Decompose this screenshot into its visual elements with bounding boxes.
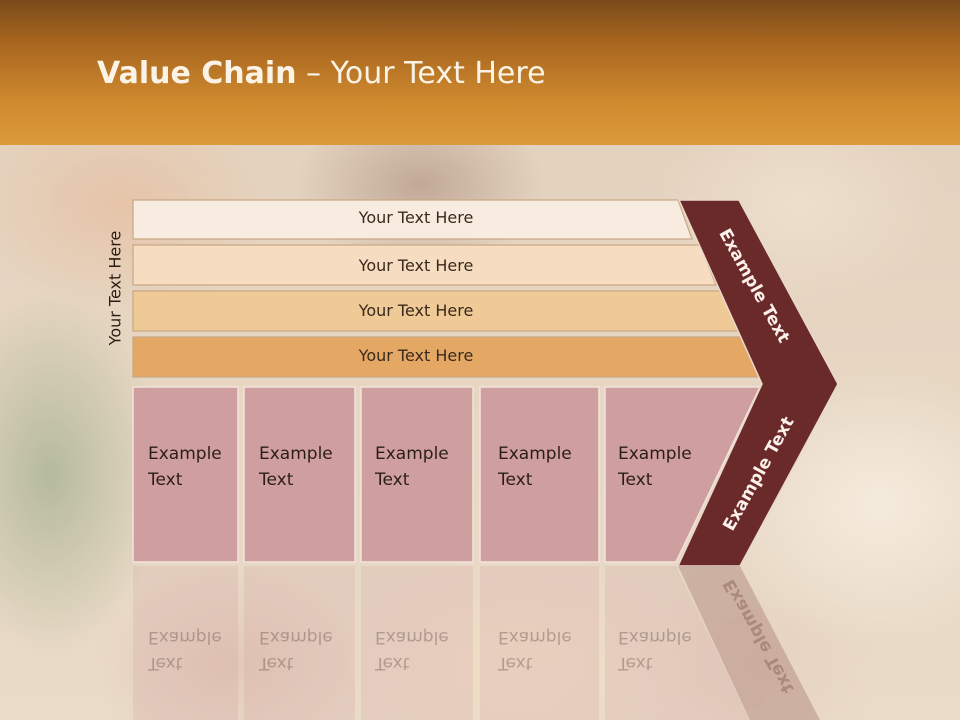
title-strong: Value Chain (97, 56, 297, 91)
reflection-box-3: Text Example (375, 624, 475, 676)
box-2-shape (243, 386, 356, 563)
reflection-chevron-label: Example Text (719, 575, 799, 697)
reflection-box-3-line1: Example (375, 627, 449, 647)
reflection-box-2-line1: Example (259, 627, 333, 647)
reflection-box-4-line1: Example (498, 627, 572, 647)
box-4-line2: Text (498, 470, 533, 490)
reflection-box-2-line2: Text (259, 653, 294, 673)
text-reflection: Text Example Text Example Text Example Text… (0, 566, 960, 720)
reflection-box-1: Text Example (148, 624, 248, 676)
box-1-line1: Example (148, 444, 222, 464)
row-label-2: Your Text Here (358, 256, 474, 275)
reflection-box-5-line2: Text (618, 653, 653, 673)
box-5-line1: Example (618, 444, 692, 464)
row-bar-1 (132, 199, 693, 240)
reflection-box-3-line2: Text (375, 653, 410, 673)
header-band (0, 0, 960, 145)
box-4-line1: Example (498, 444, 572, 464)
row-label-1: Your Text Here (358, 208, 474, 227)
side-vertical-label: Your Text Here (105, 230, 125, 346)
box-4-shape (479, 386, 600, 563)
row-label-3: Your Text Here (358, 301, 474, 320)
box-5-line2: Text (618, 470, 653, 490)
box-5-shape (604, 386, 762, 563)
reflection-box-4-line2: Text (498, 653, 533, 673)
box-3-shape (360, 386, 474, 563)
box-3-line1: Example (375, 444, 449, 464)
reflection-box-1-line2: Text (148, 653, 183, 673)
title-rest: – Your Text Here (296, 56, 546, 91)
box-2-line2: Text (259, 470, 294, 490)
box-1-line2: Text (148, 470, 183, 490)
reflection-box-4: Text Example (498, 624, 598, 676)
row-bar-2 (132, 244, 717, 286)
reflection-box-1-line1: Example (148, 627, 222, 647)
chevron-arrow (676, 199, 839, 567)
box-2-line1: Example (259, 444, 333, 464)
box-3-line2: Text (375, 470, 410, 490)
box-1-shape (132, 386, 239, 563)
slide-title: Value Chain – Your Text Here (97, 56, 546, 91)
boxes-reflection (133, 566, 820, 720)
row-label-4: Your Text Here (358, 346, 474, 365)
reflection-box-2: Text Example (259, 624, 359, 676)
reflection-box-5-line1: Example (618, 627, 692, 647)
reflection-box-5: Text Example (618, 624, 718, 676)
